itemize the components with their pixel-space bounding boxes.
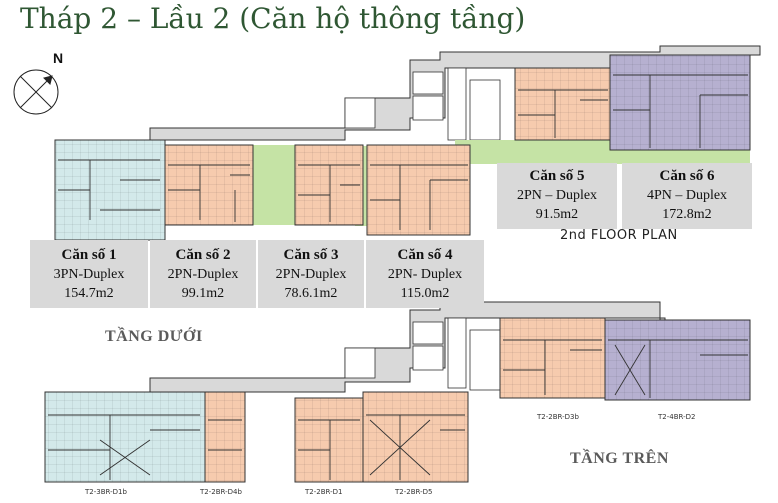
unit-type: 2PN – Duplex	[516, 188, 598, 203]
unit-label-5: Căn số 5 2PN – Duplex 91.5m2	[497, 163, 617, 229]
unit-type: 3PN-Duplex	[53, 267, 125, 282]
unit-code: T2-3BR-D1b	[85, 488, 127, 496]
unit-type: 2PN-Duplex	[167, 267, 239, 282]
unit-area: 99.1m2	[181, 286, 225, 301]
unit-area: 91.5m2	[535, 207, 579, 222]
unit-type: 2PN-Duplex	[275, 267, 347, 282]
unit-code: T2-2BR-D4b	[200, 488, 242, 496]
unit-label-2: Căn số 2 2PN-Duplex 99.1m2	[150, 240, 256, 308]
page-title: Tháp 2 – Lầu 2 (Căn hộ thông tầng)	[20, 2, 526, 35]
unit-name: Căn số 1	[61, 247, 117, 263]
unit-code: T2-2BR-D1	[305, 488, 343, 496]
unit-type: 2PN- Duplex	[387, 267, 463, 282]
unit-name: Căn số 6	[659, 168, 715, 184]
unit-code: T2-2BR-D3b	[537, 413, 579, 421]
unit-label-1: Căn số 1 3PN-Duplex 154.7m2	[30, 240, 148, 308]
unit-label-6: Căn số 6 4PN – Duplex 172.8m2	[622, 163, 752, 229]
lower-floor-label: TẦNG DƯỚI	[105, 328, 203, 345]
compass-north-label: N	[53, 50, 64, 66]
upper-floor-label: TẦNG TRÊN	[570, 450, 669, 467]
unit-name: Căn số 5	[529, 168, 585, 184]
unit-area: 115.0m2	[400, 286, 450, 301]
unit-area: 172.8m2	[662, 207, 712, 222]
unit-label-4: Căn số 4 2PN- Duplex 115.0m2	[366, 240, 484, 308]
lower-floor-plan	[54, 45, 761, 241]
unit-label-3: Căn số 3 2PN-Duplex 78.6.1m2	[258, 240, 364, 308]
plan-caption: 2nd FLOOR PLAN	[560, 228, 678, 243]
unit-area: 154.7m2	[64, 286, 114, 301]
unit-name: Căn số 4	[397, 247, 453, 263]
upper-floor-plan	[44, 301, 751, 483]
unit-code: T2-4BR-D2	[658, 413, 696, 421]
unit-area: 78.6.1m2	[284, 286, 338, 301]
unit-code: T2-2BR-D5	[395, 488, 433, 496]
compass-icon	[13, 69, 59, 115]
unit-type: 4PN – Duplex	[646, 188, 728, 203]
unit-name: Căn số 2	[175, 247, 231, 263]
unit-name: Căn số 3	[283, 247, 339, 263]
